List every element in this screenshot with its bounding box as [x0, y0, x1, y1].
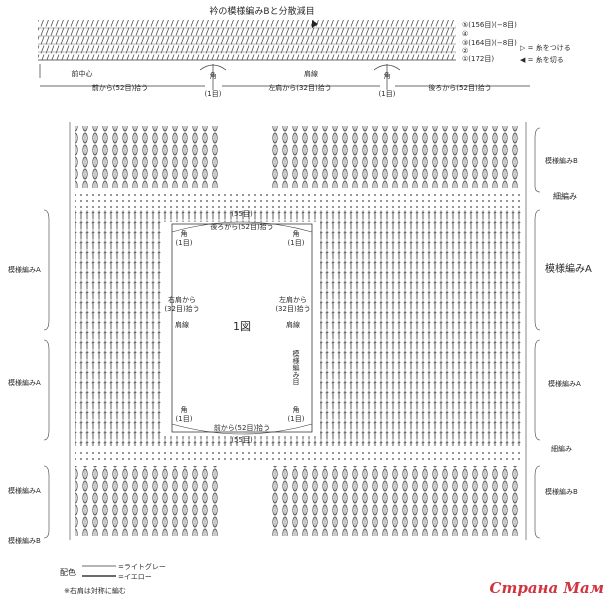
side-label-pattern-b: 模様編みB — [545, 487, 578, 496]
opening-arc-top — [171, 221, 313, 233]
color-key-label: 配色 — [60, 567, 76, 577]
left-shoulder-pickup-label: 左肩から(32目)拾う — [268, 83, 331, 92]
collar-stitch-strip — [38, 20, 456, 61]
corner-st-label: (1目) — [379, 90, 396, 98]
upper-pattern-strip — [163, 210, 320, 222]
front-pickup-label: 前から(52目)拾う — [92, 83, 148, 92]
side-label-pattern-a: 模様編みA — [545, 262, 592, 275]
corner-st-label: (1目) — [176, 415, 193, 423]
right-pattern-a-block — [320, 210, 522, 446]
symmetry-note: ※右肩は対称に編む — [64, 586, 126, 595]
right-shoulder-label: 右肩から — [168, 295, 196, 304]
lower-pattern-strip — [163, 436, 320, 446]
row-label: ①(172目) — [462, 55, 494, 63]
shoulder-line-label: 肩線 — [286, 320, 300, 329]
light-grey-key: =ライトグレー — [118, 562, 166, 571]
header-annotations — [39, 64, 530, 90]
left-shoulder-label: 左肩から — [279, 295, 307, 304]
corner-label: 角 — [293, 405, 300, 414]
corner-label: 角 — [384, 71, 391, 80]
side-label-sc: 細編み — [551, 444, 572, 453]
row-label: ③(164目)(−8目) — [462, 39, 517, 47]
main-chart-frame — [69, 122, 527, 540]
front-pickup-label: 前から(52目)拾う — [214, 423, 270, 432]
side-label-pattern-b: 模様編みB — [8, 536, 41, 545]
left-shoulder-label: (32目)拾う — [275, 304, 310, 313]
corner-label: 角 — [210, 71, 217, 80]
top-pattern-b-band — [75, 126, 220, 188]
back-pickup-label: 後ろから(52目)拾う — [210, 222, 273, 231]
row-label: ⑤(156目)(−8目) — [462, 21, 517, 29]
legend-cut: ◀ = 糸を切る — [520, 55, 564, 64]
side-brackets — [43, 127, 541, 539]
bottom-sc-band — [75, 448, 522, 464]
yellow-key: =イエロー — [118, 573, 152, 581]
header-title: 衿の模様編みBと分散減目 — [209, 5, 314, 17]
corner-label: 角 — [293, 229, 300, 238]
side-label-pattern-a: 模様編みA — [548, 379, 581, 388]
header-row-numbers: ⑤(156目)(−8目) ④ ③(164目)(−8目) ② ①(172目) — [462, 21, 517, 63]
legend-join: ▷ = 糸をつける — [520, 43, 571, 52]
shoulder-line-label: 肩線 — [175, 320, 189, 329]
top-pattern-b-band — [268, 126, 522, 188]
shoulder-line-label: 肩線 — [304, 69, 318, 78]
opening-arc-bottom — [171, 423, 313, 435]
side-label-sc: 細編み — [553, 191, 577, 201]
back-pickup-label: 後ろから(52目)拾う — [428, 83, 491, 92]
corner-st-label: (1目) — [288, 415, 305, 423]
row-label: ④ — [462, 30, 468, 38]
row-label: ② — [462, 47, 468, 55]
watermark-logo: Страна Мам — [489, 579, 604, 597]
neck-opening — [171, 223, 313, 433]
left-pattern-a-column — [75, 210, 163, 446]
side-label-pattern-a: 模様編みA — [8, 486, 41, 495]
top-sc-band — [75, 190, 522, 208]
pattern-dec-label: 模様編み目 — [292, 349, 300, 386]
corner-label: 角 — [181, 229, 188, 238]
side-label-pattern-a: 模様編みA — [8, 378, 41, 387]
chart-label: 1図 — [233, 320, 251, 333]
side-label-pattern-a: 模様編みA — [8, 265, 41, 274]
corner-st-label: (1目) — [205, 90, 222, 98]
corner-st-label: (1目) — [288, 239, 305, 247]
st-count-bottom: (55目) — [231, 436, 253, 444]
right-shoulder-label: (32目)拾う — [164, 304, 199, 313]
corner-label: 角 — [181, 405, 188, 414]
bottom-pattern-b-band — [75, 466, 220, 536]
corner-st-label: (1目) — [176, 239, 193, 247]
st-count-top: (55目) — [231, 210, 253, 218]
bottom-pattern-b-band — [268, 466, 522, 536]
side-label-pattern-b: 模様編みB — [545, 156, 578, 165]
front-center-label: 前中心 — [72, 69, 93, 78]
